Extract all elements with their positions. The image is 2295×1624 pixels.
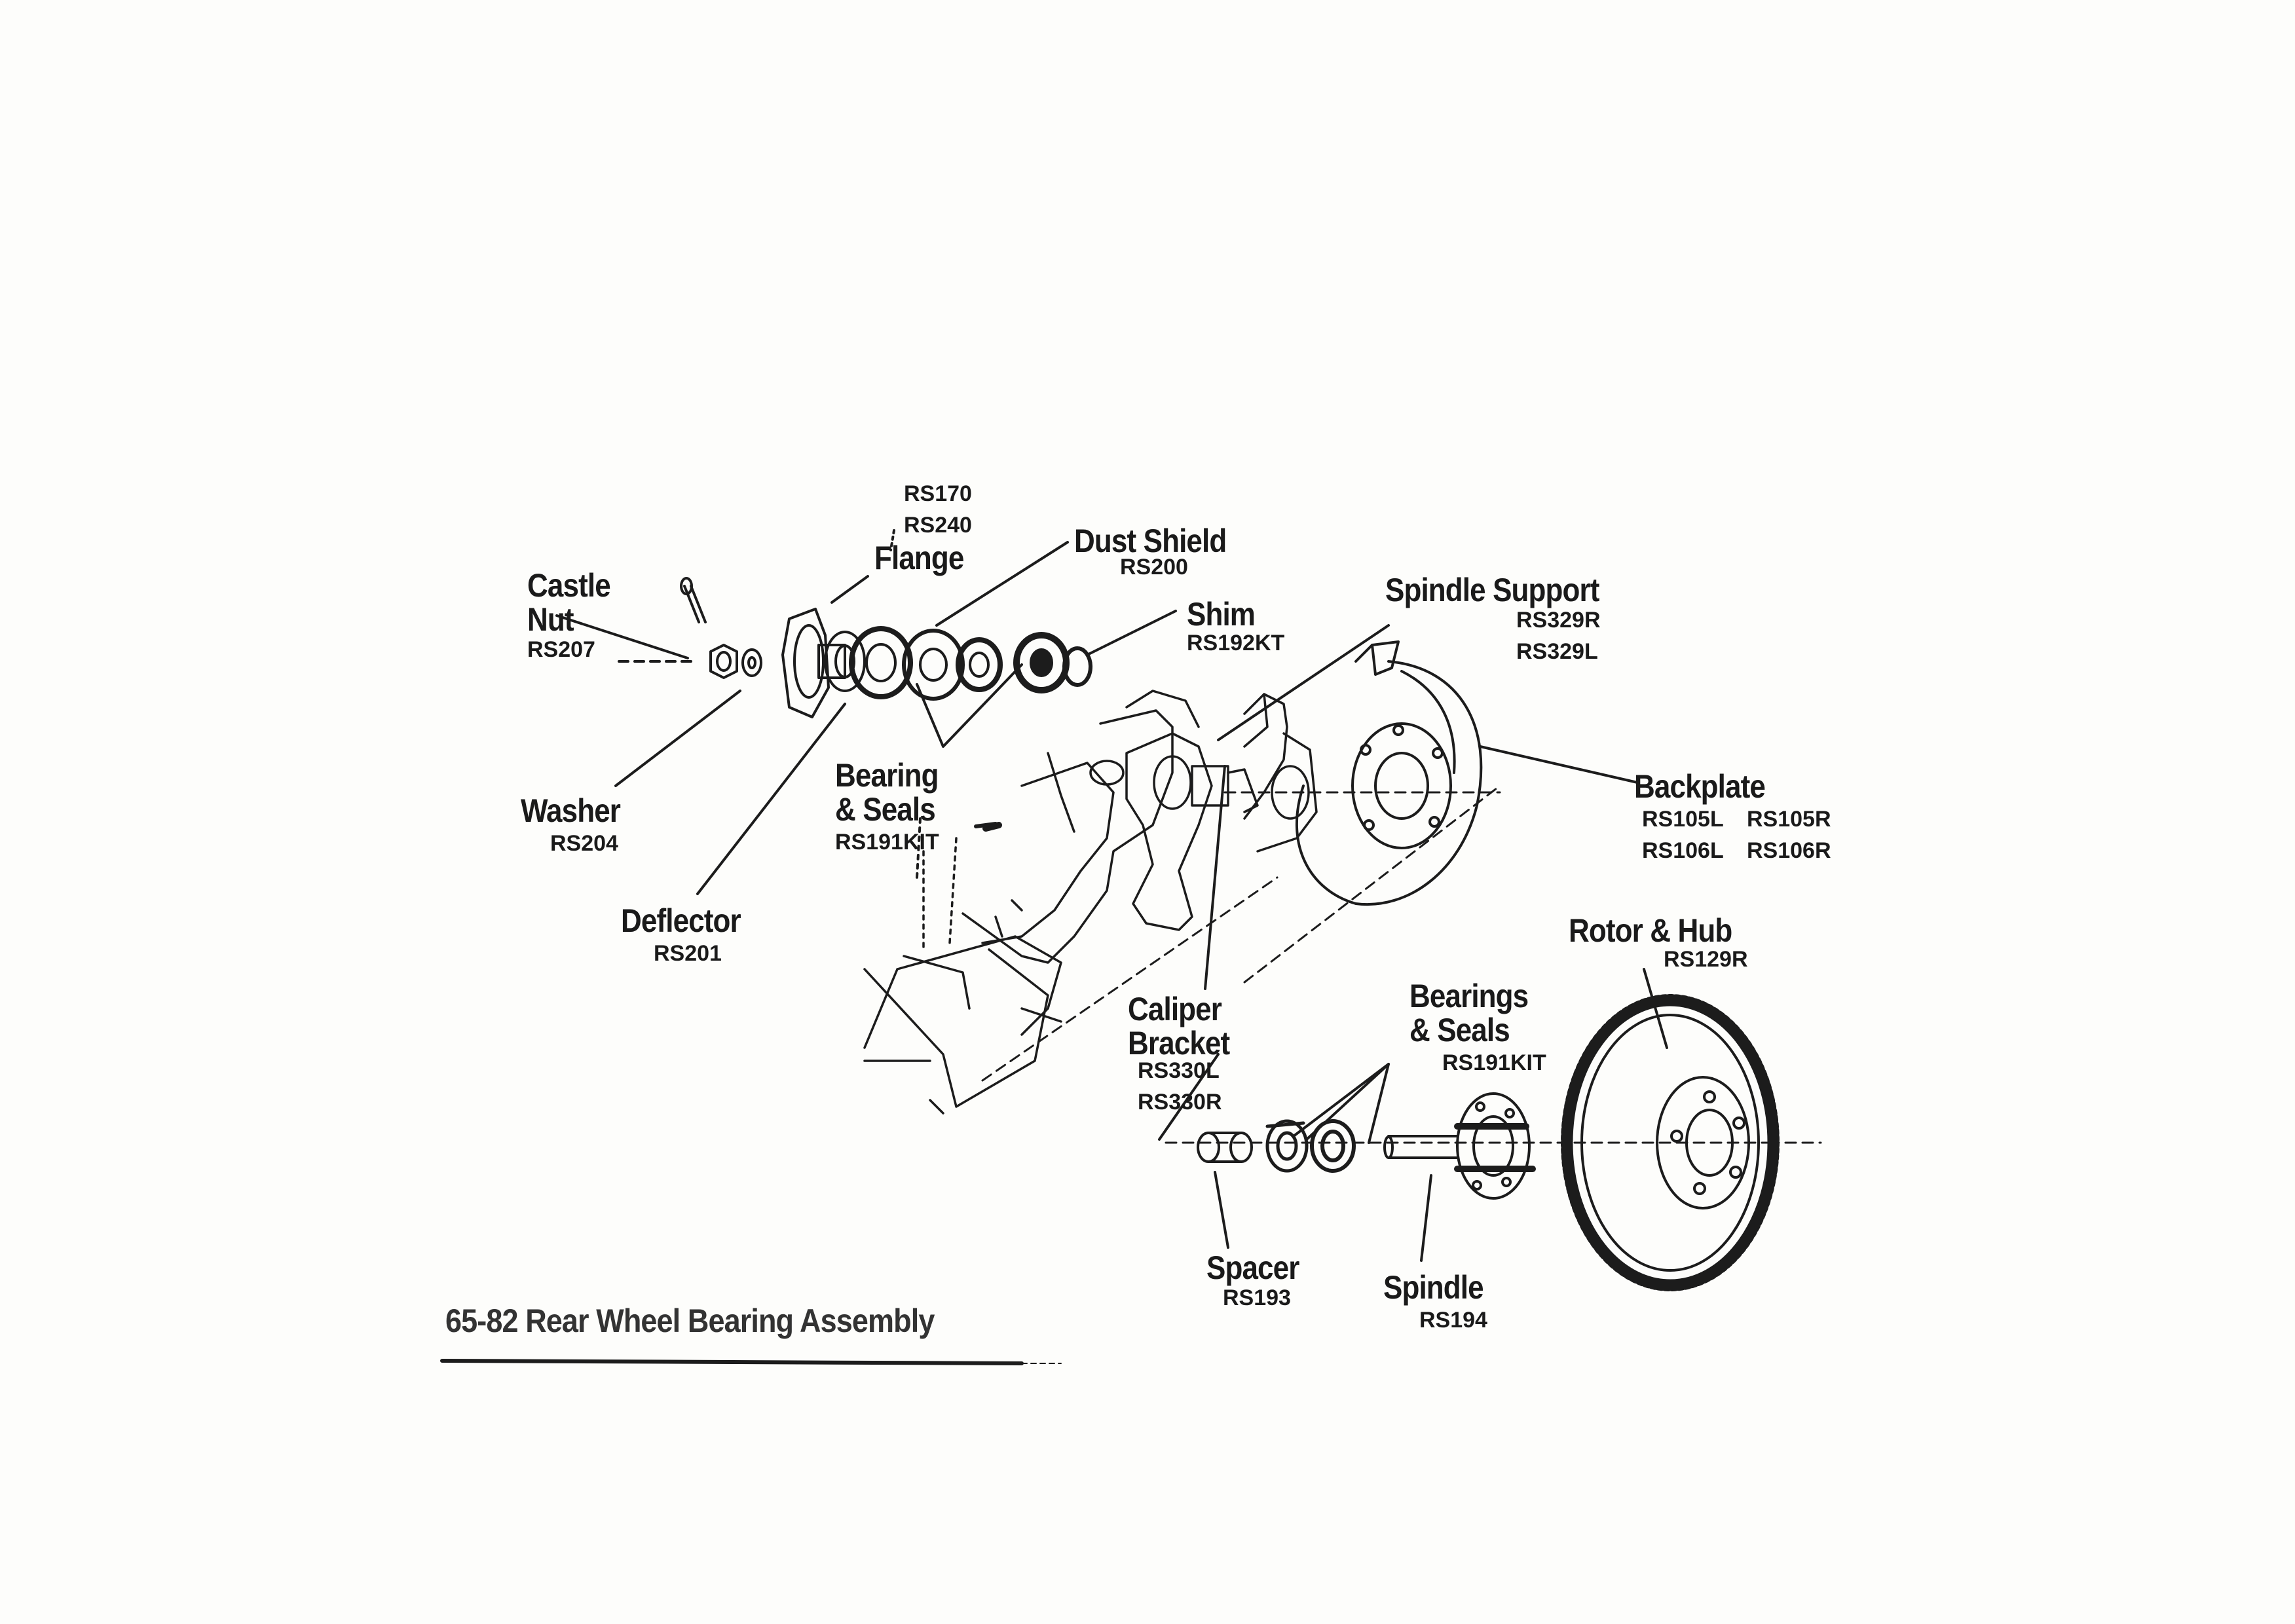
flange-label: RS170 RS240 Flange bbox=[874, 478, 976, 575]
washer-name: Washer bbox=[521, 792, 621, 829]
washer-code: RS204 bbox=[550, 831, 618, 856]
castle-nut-name-1: Castle bbox=[527, 567, 611, 604]
backplate-code-106l: RS106L bbox=[1642, 838, 1724, 863]
bearing-part-1 bbox=[849, 626, 913, 699]
trailing-arm-drawing bbox=[863, 690, 1200, 1115]
shim-label: Shim RS192KT bbox=[1187, 597, 1284, 659]
spindle-code: RS194 bbox=[1419, 1308, 1487, 1333]
rotor-hub-label: Rotor & Hub RS129R bbox=[1569, 913, 1754, 975]
spindle-support-drawing bbox=[974, 693, 1318, 931]
castle-nut-part bbox=[709, 644, 738, 679]
bearing-seals-upper-label: Bearing & Seals RS191KIT bbox=[835, 758, 952, 858]
deflector-label: Deflector RS201 bbox=[621, 904, 757, 969]
page-title: 65-82 Rear Wheel Bearing Assembly bbox=[445, 1302, 935, 1339]
dust-shield-code: RS200 bbox=[1120, 555, 1188, 580]
backplate-code-106r: RS106R bbox=[1747, 838, 1831, 863]
rotor-hub-code: RS129R bbox=[1664, 947, 1748, 972]
lower-bearing-part bbox=[1265, 1119, 1309, 1173]
caliper-bracket-label: Caliper Bracket RS330L RS330R bbox=[1128, 992, 1243, 1118]
spindle-support-code-2: RS329L bbox=[1516, 639, 1598, 664]
bearing-seals-upper-code: RS191KIT bbox=[835, 830, 939, 855]
shim-name: Shim bbox=[1187, 596, 1256, 633]
spindle-support-name: Spindle Support bbox=[1385, 572, 1599, 608]
backplate-code-105l: RS105L bbox=[1642, 807, 1724, 832]
backplate-label: Backplate RS105L RS105R RS106L RS106R bbox=[1634, 769, 1844, 869]
washer-part bbox=[741, 648, 762, 677]
spindle-part bbox=[1383, 1092, 1536, 1200]
spacer-part bbox=[1197, 1132, 1253, 1163]
caliper-bracket-name-1: Caliper bbox=[1128, 991, 1222, 1027]
spindle-support-code-1: RS329R bbox=[1516, 608, 1601, 633]
bearing-seals-upper-name-2: & Seals bbox=[835, 791, 936, 828]
spindle-label: Spindle RS194 bbox=[1383, 1270, 1497, 1336]
spacer-label: Spacer RS193 bbox=[1206, 1251, 1312, 1314]
flange-part bbox=[781, 608, 846, 718]
lower-seal-part bbox=[1310, 1119, 1356, 1173]
backplate-code-105r: RS105R bbox=[1747, 807, 1831, 832]
rotor-hub-name: Rotor & Hub bbox=[1569, 912, 1732, 949]
title-underline bbox=[440, 1359, 1062, 1365]
caliper-bracket-name-2: Bracket bbox=[1128, 1025, 1230, 1061]
castle-nut-label: Castle Nut RS207 bbox=[527, 568, 622, 665]
spindle-support-label: Spindle Support RS329R RS329L bbox=[1385, 573, 1628, 667]
dust-shield-label: Dust Shield RS200 bbox=[1074, 524, 1247, 583]
flange-name: Flange bbox=[874, 540, 964, 576]
washer-label: Washer RS204 bbox=[521, 794, 634, 859]
bearings-seals-lower-label: Bearings & Seals RS191KIT bbox=[1409, 979, 1546, 1079]
castle-nut-name-2: Nut bbox=[527, 601, 574, 638]
shim-part bbox=[1062, 646, 1092, 687]
rotor-hub-drawing bbox=[1561, 994, 1780, 1291]
castle-nut-code: RS207 bbox=[527, 637, 595, 662]
bearing-seals-upper-name-1: Bearing bbox=[835, 757, 939, 794]
leader-lines bbox=[555, 529, 1668, 1262]
backplate-name: Backplate bbox=[1634, 768, 1766, 805]
spacer-code: RS193 bbox=[1223, 1285, 1291, 1310]
dust-shield-part bbox=[902, 629, 965, 701]
flange-code-2: RS240 bbox=[904, 513, 972, 538]
bearings-seals-lower-code: RS191KIT bbox=[1442, 1050, 1546, 1075]
bearing-part-2 bbox=[1013, 632, 1070, 693]
cotter-pin-part bbox=[680, 577, 707, 623]
dust-shield-name: Dust Shield bbox=[1074, 523, 1227, 559]
shim-code: RS192KT bbox=[1187, 631, 1285, 655]
deflector-name: Deflector bbox=[621, 902, 741, 939]
caliper-bracket-code-2: RS330R bbox=[1138, 1090, 1222, 1115]
bearings-seals-lower-name-1: Bearings bbox=[1409, 978, 1529, 1014]
caliper-bracket-code-1: RS330L bbox=[1138, 1058, 1220, 1083]
flange-code-1: RS170 bbox=[904, 481, 972, 506]
bearings-seals-lower-name-2: & Seals bbox=[1409, 1012, 1510, 1048]
spindle-name: Spindle bbox=[1383, 1269, 1484, 1306]
seal-part-1 bbox=[956, 637, 1003, 692]
backplate-drawing bbox=[1296, 640, 1483, 906]
spacer-name: Spacer bbox=[1206, 1249, 1299, 1286]
deflector-code: RS201 bbox=[654, 941, 722, 966]
